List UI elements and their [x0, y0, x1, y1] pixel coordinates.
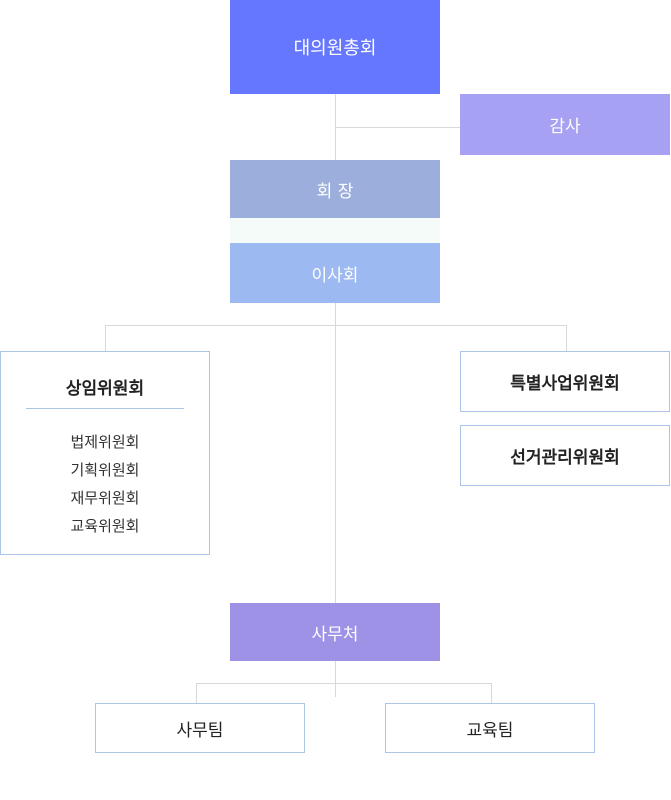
node-office-team-label: 사무팀: [176, 720, 224, 741]
node-special-project-committee: 특별사업위원회: [460, 351, 670, 412]
connector-auditor: [335, 127, 460, 128]
standing-committee-divider: [26, 408, 184, 409]
node-chairman: 회 장: [230, 160, 440, 218]
node-assembly-label: 대의원총회: [293, 38, 377, 59]
list-item: 재무위원회: [70, 489, 140, 507]
connector-special-drop: [566, 325, 567, 351]
node-standing-committee: 상임위원회 법제위원회 기획위원회 재무위원회 교육위원회: [0, 351, 210, 555]
connector-standing-drop: [105, 325, 106, 351]
chairman-board-gap: [230, 218, 440, 243]
connector-teams-horizontal: [196, 683, 492, 684]
node-election-committee: 선거관리위원회: [460, 425, 670, 486]
node-office-team: 사무팀: [95, 703, 305, 753]
node-secretariat-label: 사무처: [311, 624, 359, 645]
node-special-project-committee-label: 특별사업위원회: [510, 374, 620, 394]
node-auditor: 감사: [460, 94, 670, 155]
connector-office-team-drop: [196, 683, 197, 703]
node-assembly: 대의원총회: [230, 0, 440, 94]
node-election-committee-label: 선거관리위원회: [510, 448, 620, 468]
node-chairman-label: 회 장: [316, 181, 354, 202]
node-education-team: 교육팀: [385, 703, 595, 753]
connector-main-vertical: [335, 94, 336, 697]
node-secretariat: 사무처: [230, 603, 440, 661]
node-board-label: 이사회: [311, 265, 359, 286]
standing-committee-list: 법제위원회 기획위원회 재무위원회 교육위원회: [1, 428, 209, 540]
node-board: 이사회: [230, 243, 440, 303]
connector-committees-horizontal: [105, 325, 567, 326]
list-item: 법제위원회: [70, 433, 140, 451]
list-item: 교육위원회: [70, 517, 140, 535]
list-item: 기획위원회: [70, 461, 140, 479]
connector-edu-team-drop: [491, 683, 492, 703]
node-auditor-label: 감사: [549, 117, 581, 137]
standing-committee-title: 상임위원회: [65, 379, 145, 399]
node-education-team-label: 교육팀: [466, 720, 514, 741]
